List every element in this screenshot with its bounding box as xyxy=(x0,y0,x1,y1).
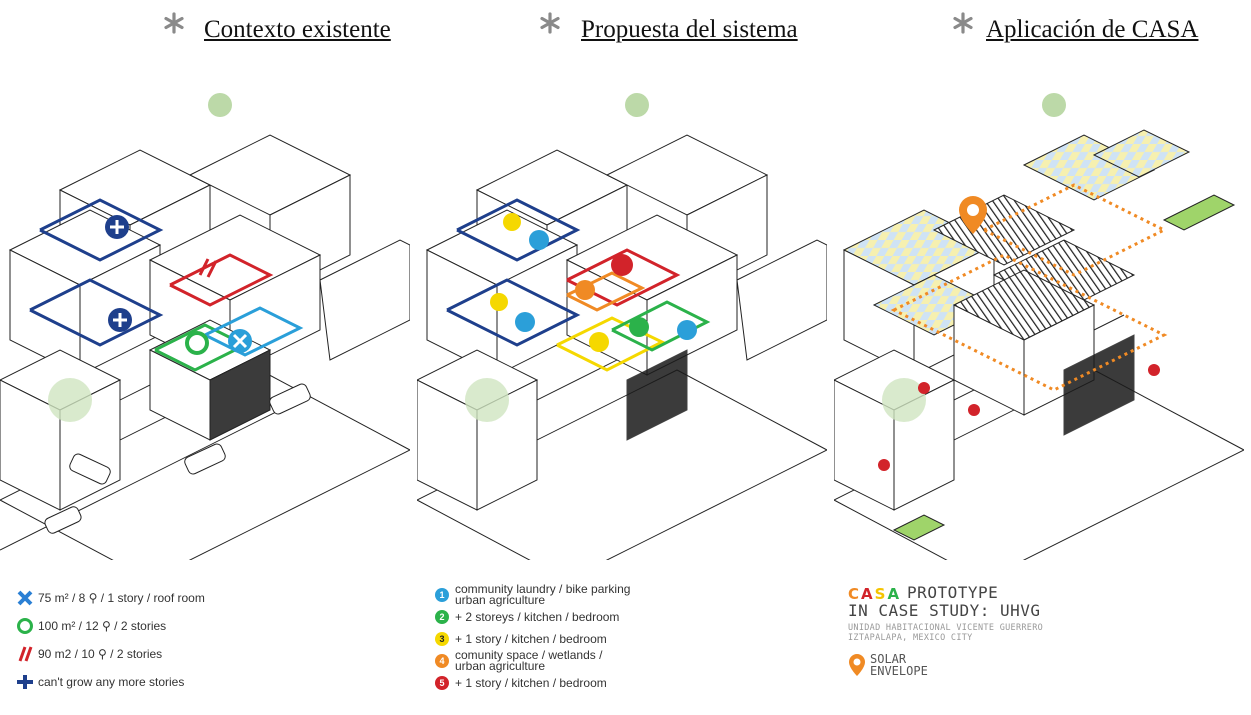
number-badge: 2 xyxy=(435,610,449,624)
legend-item: can't grow any more stories xyxy=(12,668,402,696)
legend-text: + 1 story / kitchen / bedroom xyxy=(455,631,607,646)
asterisk-icon xyxy=(540,12,560,34)
number-badge: 1 xyxy=(435,588,449,602)
panel-existing-context: Contexto existente xyxy=(0,0,417,715)
panel-title: Aplicación de CASA xyxy=(986,16,1199,43)
number-badge: 3 xyxy=(435,632,449,646)
location-pin-icon xyxy=(849,654,865,676)
blue-x-icon xyxy=(12,587,38,609)
panel-system-proposal: Propuesta del sistema xyxy=(417,0,834,715)
legend-item: 90 m2 / 10 ⚲ / 2 stories xyxy=(12,640,402,668)
solar-envelope-label: SOLAR ENVELOPE xyxy=(848,653,1043,677)
legend-item: 1 community laundry / bike parking urban… xyxy=(429,582,819,607)
asterisk-icon xyxy=(953,12,973,34)
legend-text: community laundry / bike parking urban a… xyxy=(455,582,631,607)
panel-casa-application: Aplicación de CASA xyxy=(834,0,1251,715)
legend-item: 5 + 1 story / kitchen / bedroom xyxy=(429,672,819,694)
legend-text: comunity space / wetlands / urban agricu… xyxy=(455,648,603,673)
legend-text: 100 m² / 12 ⚲ / 2 stories xyxy=(38,619,167,633)
legend-text: 90 m2 / 10 ⚲ / 2 stories xyxy=(38,647,163,661)
asterisk-icon xyxy=(164,12,184,34)
casa-logo: C A S A xyxy=(848,585,900,603)
isometric-diagram-casa xyxy=(834,93,1244,560)
number-badge: 5 xyxy=(435,676,449,690)
casa-title: PROTOTYPE xyxy=(907,583,999,602)
isometric-diagram-existing xyxy=(0,93,410,560)
legend-proposal: 1 community laundry / bike parking urban… xyxy=(429,582,819,694)
number-badge: 4 xyxy=(435,654,449,668)
legend-item: 100 m² / 12 ⚲ / 2 stories xyxy=(12,612,402,640)
legend-item: 2 + 2 storeys / kitchen / bedroom xyxy=(429,606,819,628)
panel-title: Propuesta del sistema xyxy=(581,16,798,43)
legend-text: + 2 storeys / kitchen / bedroom xyxy=(455,609,620,624)
legend-text: can't grow any more stories xyxy=(38,675,185,689)
legend-item: 4 comunity space / wetlands / urban agri… xyxy=(429,648,819,673)
green-circle-icon xyxy=(12,615,38,637)
isometric-diagram-proposal xyxy=(417,93,827,560)
legend-text: 75 m² / 8 ⚲ / 1 story / roof room xyxy=(38,591,205,605)
legend-item: 3 + 1 story / kitchen / bedroom xyxy=(429,628,819,650)
casa-brand-block: C A S A PROTOTYPE IN CASE STUDY: UHVG UN… xyxy=(848,584,1043,677)
legend-text: + 1 story / kitchen / bedroom xyxy=(455,675,607,690)
legend-item: 75 m² / 8 ⚲ / 1 story / roof room xyxy=(12,584,402,612)
casa-title-line2: IN CASE STUDY: UHVG xyxy=(848,601,1041,620)
red-slash-icon xyxy=(12,643,38,665)
casa-subtitle: UNIDAD HABITACIONAL VICENTE GUERRERO IZT… xyxy=(848,623,1044,643)
legend-existing: 75 m² / 8 ⚲ / 1 story / roof room 100 m²… xyxy=(12,584,402,696)
blue-plus-icon xyxy=(12,671,38,693)
panel-title: Contexto existente xyxy=(204,16,391,43)
